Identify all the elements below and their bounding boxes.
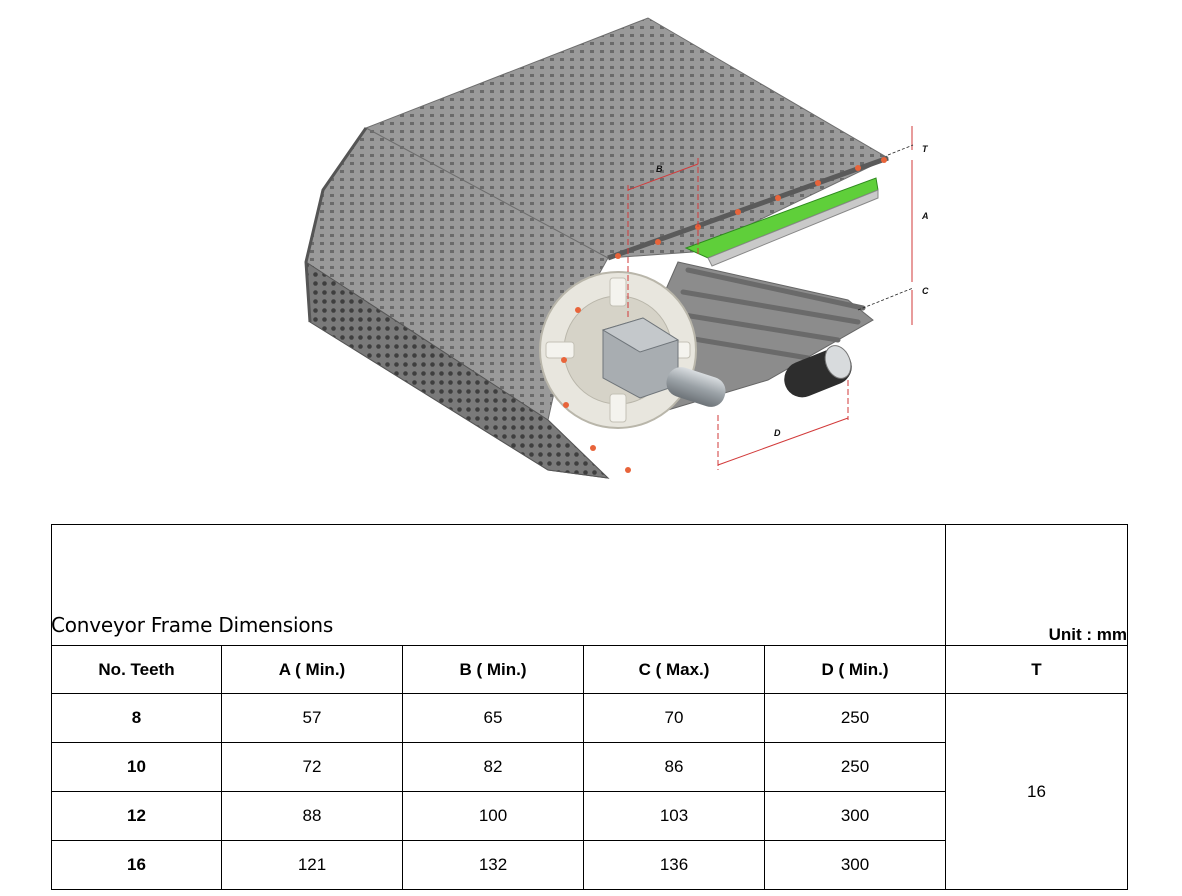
belt-edge xyxy=(304,127,368,323)
cell-t-merged: 16 xyxy=(945,693,1128,890)
cell-c: 103 xyxy=(583,791,765,841)
unit-label: Unit : mm xyxy=(1048,625,1127,644)
cell-b: 82 xyxy=(402,742,584,792)
cell-c: 136 xyxy=(583,840,765,890)
header-t: T xyxy=(945,645,1128,694)
cell-d: 250 xyxy=(764,693,946,743)
dim-label-a: A xyxy=(921,211,929,221)
table-row: 12 88 100 103 300 xyxy=(51,791,1128,841)
dim-label-t: T xyxy=(922,144,929,154)
cell-a: 121 xyxy=(221,840,403,890)
header-c: C ( Max.) xyxy=(583,645,765,694)
cell-d: 300 xyxy=(764,840,946,890)
idler-roller xyxy=(784,345,852,398)
cell-a: 72 xyxy=(221,742,403,792)
table-row: 10 72 82 86 250 xyxy=(51,742,1128,792)
cell-teeth: 12 xyxy=(51,791,222,841)
cell-c: 86 xyxy=(583,742,765,792)
table-row: 8 57 65 70 250 16 xyxy=(51,693,1128,890)
frame-dimensions-table: Conveyor Frame Dimensions Unit : mm No. … xyxy=(51,524,1128,890)
cell-teeth: 16 xyxy=(51,840,222,890)
cell-b: 100 xyxy=(402,791,584,841)
dim-label-b: B xyxy=(656,164,663,174)
belt-front-edge xyxy=(607,155,889,261)
dim-label-c: C xyxy=(922,286,929,296)
cell-b: 132 xyxy=(402,840,584,890)
table-title-cell: Conveyor Frame Dimensions xyxy=(51,524,946,646)
header-b: B ( Min.) xyxy=(402,645,584,694)
cell-a: 57 xyxy=(221,693,403,743)
unit-cell: Unit : mm xyxy=(945,524,1128,646)
cell-teeth: 10 xyxy=(51,742,222,792)
header-row: No. Teeth A ( Min.) B ( Min.) C ( Max.) … xyxy=(51,645,1128,694)
dim-label-d: D xyxy=(774,428,781,438)
conveyor-illustration: T A C B D xyxy=(248,0,950,520)
cell-d: 250 xyxy=(764,742,946,792)
header-teeth: No. Teeth xyxy=(51,645,222,694)
cell-b: 65 xyxy=(402,693,584,743)
header-d: D ( Min.) xyxy=(764,645,946,694)
cell-a: 88 xyxy=(221,791,403,841)
cell-d: 300 xyxy=(764,791,946,841)
cell-teeth: 8 xyxy=(51,693,222,743)
cell-c: 70 xyxy=(583,693,765,743)
drive-shaft xyxy=(666,367,726,407)
header-a: A ( Min.) xyxy=(221,645,403,694)
table-title: Conveyor Frame Dimensions xyxy=(51,613,334,637)
table-row: 16 121 132 136 300 xyxy=(51,840,1128,890)
wear-strip-base xyxy=(707,189,879,267)
